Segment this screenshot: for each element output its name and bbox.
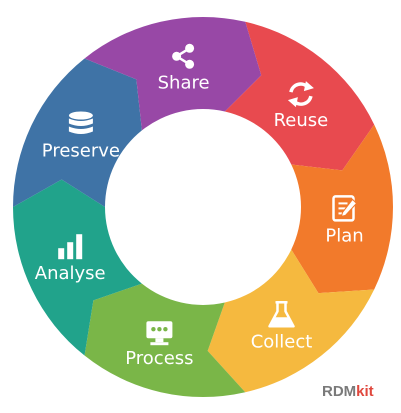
svg-text:RDMkit: RDMkit xyxy=(322,383,374,400)
label-reuse: Reuse xyxy=(274,110,329,131)
plan-icon xyxy=(332,195,358,222)
segment-share xyxy=(84,17,262,131)
bar-chart-icon xyxy=(58,234,83,260)
rdmkit-logo: RDMkit xyxy=(322,383,374,400)
segment-analyse xyxy=(13,179,142,356)
label-plan: Plan xyxy=(325,225,363,246)
lifecycle-icons xyxy=(58,43,358,346)
segment-process xyxy=(84,283,246,397)
label-collect: Collect xyxy=(251,331,313,352)
label-process: Process xyxy=(125,348,193,369)
brand-kit: kit xyxy=(356,383,374,400)
segment-reuse xyxy=(224,21,375,171)
brand-rdm: RDM xyxy=(322,383,356,400)
flask-icon xyxy=(268,301,295,328)
monitor-icon xyxy=(146,321,173,346)
label-preserve: Preserve xyxy=(42,141,120,162)
label-share: Share xyxy=(158,72,210,93)
reuse-icon xyxy=(287,81,314,108)
database-icon xyxy=(68,111,93,134)
share-icon xyxy=(172,43,195,69)
label-analyse: Analyse xyxy=(35,263,106,284)
